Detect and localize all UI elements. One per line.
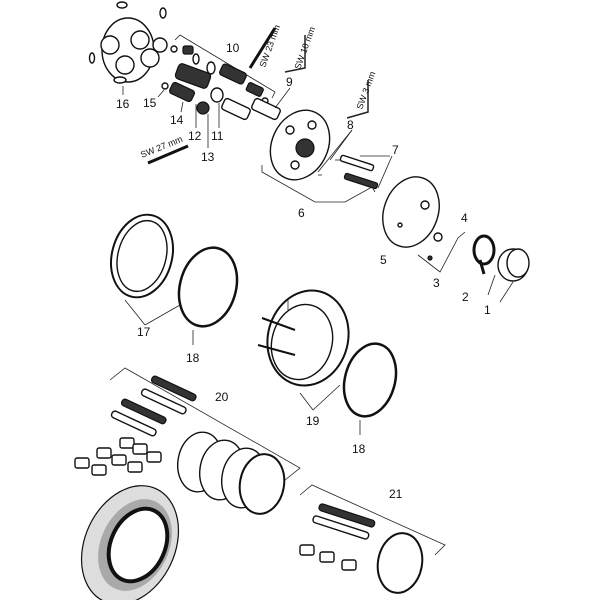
- trim-parts: [382, 176, 530, 303]
- part-label-2: 2: [462, 290, 469, 304]
- extension-set-small: [299, 484, 446, 594]
- part-label-17: 17: [137, 325, 151, 339]
- cartridge-parts: [122, 34, 291, 148]
- part-label-9: 9: [286, 75, 293, 89]
- part-label-8: 8: [347, 118, 354, 132]
- clips: [74, 437, 162, 476]
- tool-label-sw23: SW 23 mm: [257, 23, 282, 68]
- part-label-7: 7: [392, 143, 399, 157]
- part-label-10: 10: [226, 41, 240, 55]
- part-label-11: 11: [211, 129, 224, 143]
- part-label-3: 3: [433, 276, 440, 290]
- extension-set: [74, 367, 301, 515]
- part-label-14: 14: [170, 113, 184, 127]
- wrench-icons: [147, 27, 369, 165]
- part-label-21: 21: [389, 487, 403, 501]
- part-label-19: 19: [306, 414, 320, 428]
- part-label-15: 15: [143, 96, 157, 110]
- part-label-1: 1: [484, 303, 491, 317]
- part-label-12: 12: [188, 129, 202, 143]
- part-label-4: 4: [461, 211, 468, 225]
- valve-body: [88, 1, 168, 84]
- part-label-18: 18: [186, 351, 200, 365]
- part-label-6: 6: [298, 206, 305, 220]
- part-label-16: 16: [116, 97, 130, 111]
- mounting-plate: [261, 109, 393, 203]
- part-label-13: 13: [201, 150, 215, 164]
- rings-left: [110, 213, 239, 345]
- gasket: [80, 485, 180, 600]
- part-label-5: 5: [380, 253, 387, 267]
- installation-box: [257, 289, 398, 435]
- tool-label-sw3: SW 3 mm: [354, 70, 377, 111]
- part-label-18b: 18: [352, 442, 366, 456]
- part-label-20: 20: [215, 390, 229, 404]
